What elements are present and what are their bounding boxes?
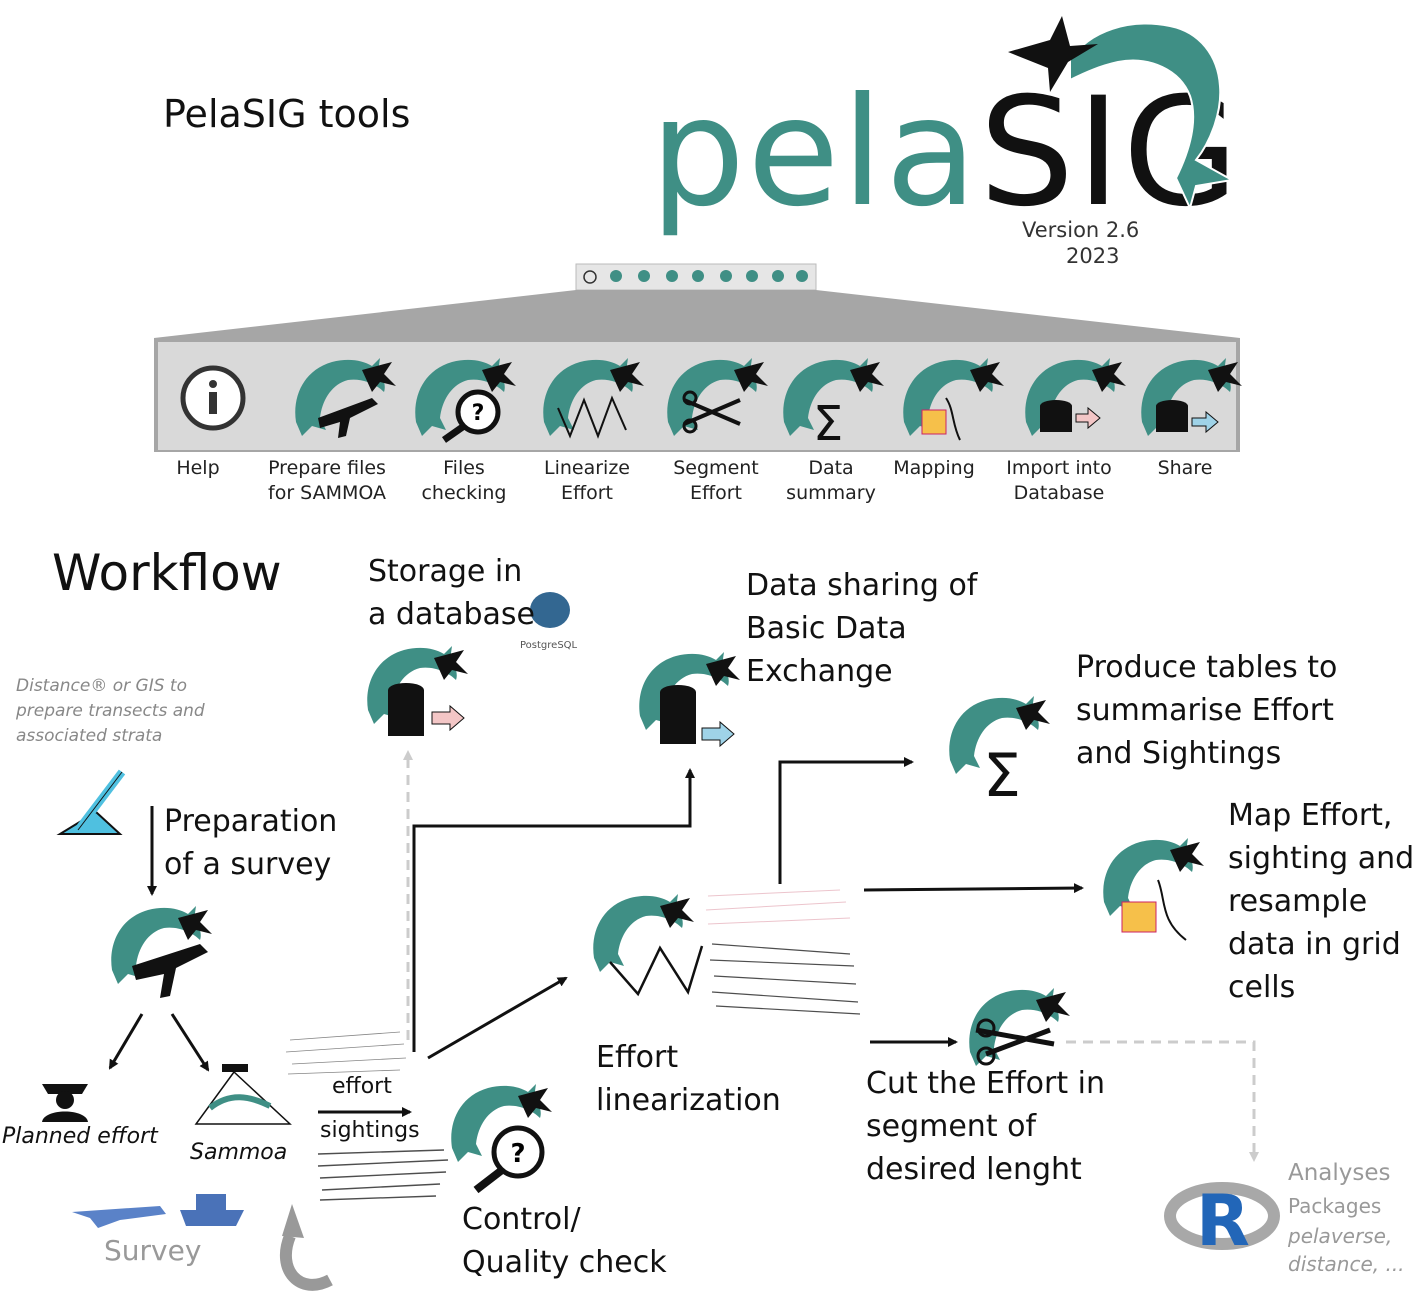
storage-label: Storage in a database [368, 554, 536, 632]
sharing-label: Data sharing of Basic Data Exchange [746, 568, 978, 689]
toolbar-label-share: Share [1157, 457, 1213, 479]
storage-icon [367, 646, 468, 736]
dashed-arrows [403, 750, 1259, 1162]
toolbar-label-import: Import into Database [1006, 457, 1112, 504]
sammoa-label: Sammoa [190, 1140, 288, 1165]
toolbar-icon-prepare[interactable] [295, 358, 396, 438]
tools-title: PelaSIG tools [163, 92, 411, 136]
toolbar-label-mapping: Mapping [893, 457, 975, 479]
toolbar-label-files-checking: Files checking [421, 457, 507, 504]
cut-label: Cut the Effort in segment of desired len… [866, 1066, 1105, 1187]
workflow-arrows [108, 757, 1084, 1117]
svg-text:?: ? [472, 401, 485, 426]
toolbar-icon-segment[interactable] [667, 358, 768, 436]
logo-dolphin-icon [1008, 16, 1235, 211]
linearization-label: Effort linearization [596, 1040, 781, 1118]
svg-text:Σ: Σ [813, 396, 843, 452]
svg-text:Σ: Σ [983, 741, 1021, 811]
effort-label: effort [332, 1074, 392, 1099]
toolbar-icon-linearize[interactable] [543, 358, 644, 439]
r-logo-icon [1164, 1182, 1280, 1250]
survey-boat-icon [180, 1194, 244, 1226]
toolbar-label-summary: Data summary [786, 457, 876, 504]
preparation-label: Preparation of a survey [164, 804, 338, 882]
toolbar-icon-help[interactable] [180, 365, 246, 431]
control-label: Control/ Quality check [462, 1202, 667, 1280]
survey-label: Survey [104, 1234, 202, 1267]
packages-label: Packages [1288, 1194, 1382, 1218]
postgresql-icon [530, 592, 570, 628]
toolbar-icon-mapping[interactable] [903, 358, 1004, 441]
toolbar-label-help: Help [176, 457, 220, 479]
r-letter: R [1196, 1180, 1250, 1262]
postgresql-label: PostgreSQL [520, 640, 578, 651]
mini-toolbar [575, 263, 817, 291]
effort-scribble-icon [284, 1030, 410, 1080]
survey-cycle-arrow-icon [279, 1204, 333, 1291]
version-label: Version 2.6 [1022, 218, 1140, 242]
toolbar-label-segment: Segment Effort [673, 457, 759, 504]
pilot-icon [42, 1084, 88, 1122]
toolbar-icon-share[interactable] [1141, 358, 1242, 436]
summary-label: Produce tables to summarise Effort and S… [1076, 650, 1338, 771]
map-label: Map Effort, sighting and resample data i… [1228, 798, 1415, 1005]
summary-icon: Σ [949, 696, 1050, 811]
sammoa-icon [194, 1064, 292, 1125]
toolbar-icon-import[interactable] [1025, 358, 1126, 436]
logo-pela: pela [650, 66, 980, 240]
year-label: 2023 [1066, 244, 1120, 268]
distance-note: Distance® or GIS to prepare transects an… [16, 676, 205, 746]
control-icon: ? [451, 1084, 552, 1194]
workflow-prepare-icon [111, 906, 212, 998]
toolbar-zoom-funnel [154, 290, 1240, 338]
packages-list: pelaverse, distance, ... [1288, 1224, 1405, 1276]
workflow-title: Workflow [52, 544, 282, 602]
cut-icon [969, 988, 1070, 1066]
sharing-icon [639, 652, 740, 748]
toolbar-icon-files-checking[interactable]: ? [415, 358, 516, 443]
sightings-scribble-icon [317, 1149, 449, 1201]
toolbar-label-prepare: Prepare files for SAMMOA [268, 457, 386, 504]
toolbar-icon-summary[interactable]: Σ [783, 358, 884, 452]
linearization-icon [593, 889, 861, 1015]
analyses-label: Analyses [1288, 1160, 1391, 1186]
svg-text:?: ? [510, 1139, 525, 1169]
sightings-label: sightings [320, 1118, 420, 1143]
map-icon [1103, 838, 1204, 941]
toolbar-label-linearize: Linearize Effort [544, 457, 630, 504]
compass-ruler-icon [56, 769, 126, 835]
planned-effort-label: Planned effort [2, 1124, 158, 1149]
survey-aircraft-icon [72, 1206, 166, 1228]
